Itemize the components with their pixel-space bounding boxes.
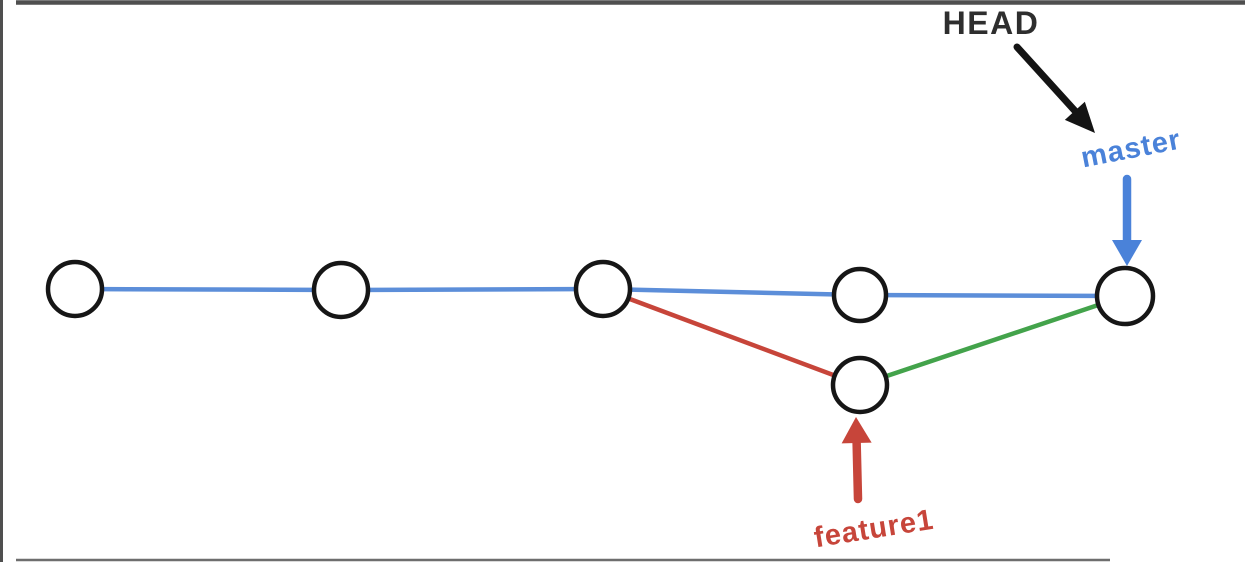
edge-master-4 (857, 292, 1128, 299)
edge-master-1 (72, 286, 344, 293)
master-arrow-head (1112, 240, 1142, 266)
feature1-branch-label: feature1 (812, 504, 936, 555)
head-arrow-head (1064, 101, 1095, 133)
edge-master-2 (338, 286, 606, 293)
commit-node-c4 (831, 266, 889, 324)
commit-node-c5 (1094, 265, 1156, 327)
feature1-arrow-head (841, 417, 872, 444)
edge-merge (857, 293, 1128, 388)
edges-layer (72, 286, 1128, 388)
arrows-layer (841, 43, 1142, 504)
head-arrow-shaft (1013, 43, 1079, 115)
head-label: HEAD (943, 5, 1040, 41)
commits-layer (45, 259, 1156, 415)
commit-node-c2 (311, 260, 371, 320)
feature1-arrow-shaft (852, 438, 863, 504)
edge-master-3 (600, 286, 863, 298)
commit-node-f1 (830, 355, 890, 415)
commit-node-c1 (45, 259, 105, 319)
edge-feature-branch (600, 286, 863, 388)
commit-node-c3 (573, 259, 633, 319)
